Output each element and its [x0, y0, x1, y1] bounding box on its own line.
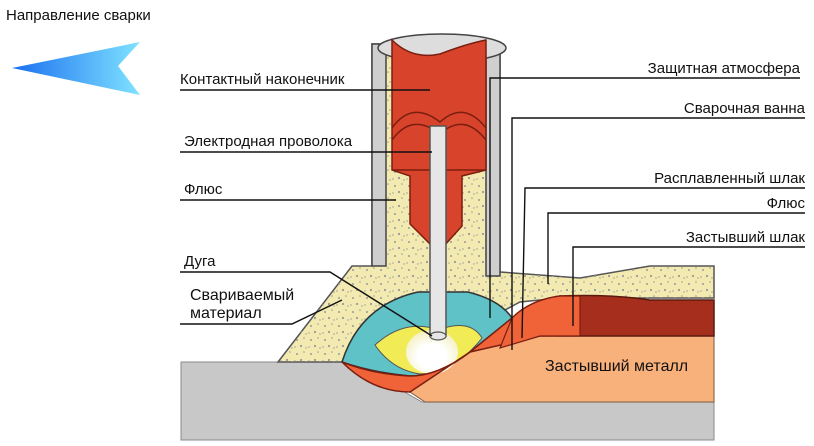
label-solidified-metal: Застывший металл — [545, 358, 688, 375]
electrode-wire — [429, 125, 447, 337]
molten-slag — [498, 295, 581, 349]
label-shielding-atmosphere: Защитная атмосфера — [648, 60, 801, 77]
nozzle-left-wall — [371, 43, 387, 267]
label-molten-slag: Расплавленный шлак — [654, 170, 805, 187]
label-solidified-slag: Застывший шлак — [686, 229, 806, 246]
label-contact-tip: Контактный наконечник — [180, 71, 345, 88]
label-flux-right: Флюс — [767, 195, 806, 212]
label-electrode-wire: Электродная проволока — [184, 133, 353, 150]
solidified-slag — [559, 294, 715, 337]
label-base-material-line2: материал — [190, 305, 262, 322]
label-arc: Дуга — [184, 253, 216, 270]
label-base-material-line1: Свариваемый — [190, 287, 294, 304]
arc-glow — [406, 330, 458, 374]
nozzle-right-wall — [485, 43, 501, 277]
leader-lines — [180, 77, 805, 350]
electrode-wire-tip — [429, 331, 447, 341]
arrow-left-icon — [12, 42, 140, 95]
label-flux-left: Флюс — [184, 181, 223, 198]
welding-direction-label: Направление сварки — [6, 7, 151, 24]
contact-tip-thread — [391, 111, 487, 129]
label-weld-pool: Сварочная ванна — [684, 100, 806, 117]
